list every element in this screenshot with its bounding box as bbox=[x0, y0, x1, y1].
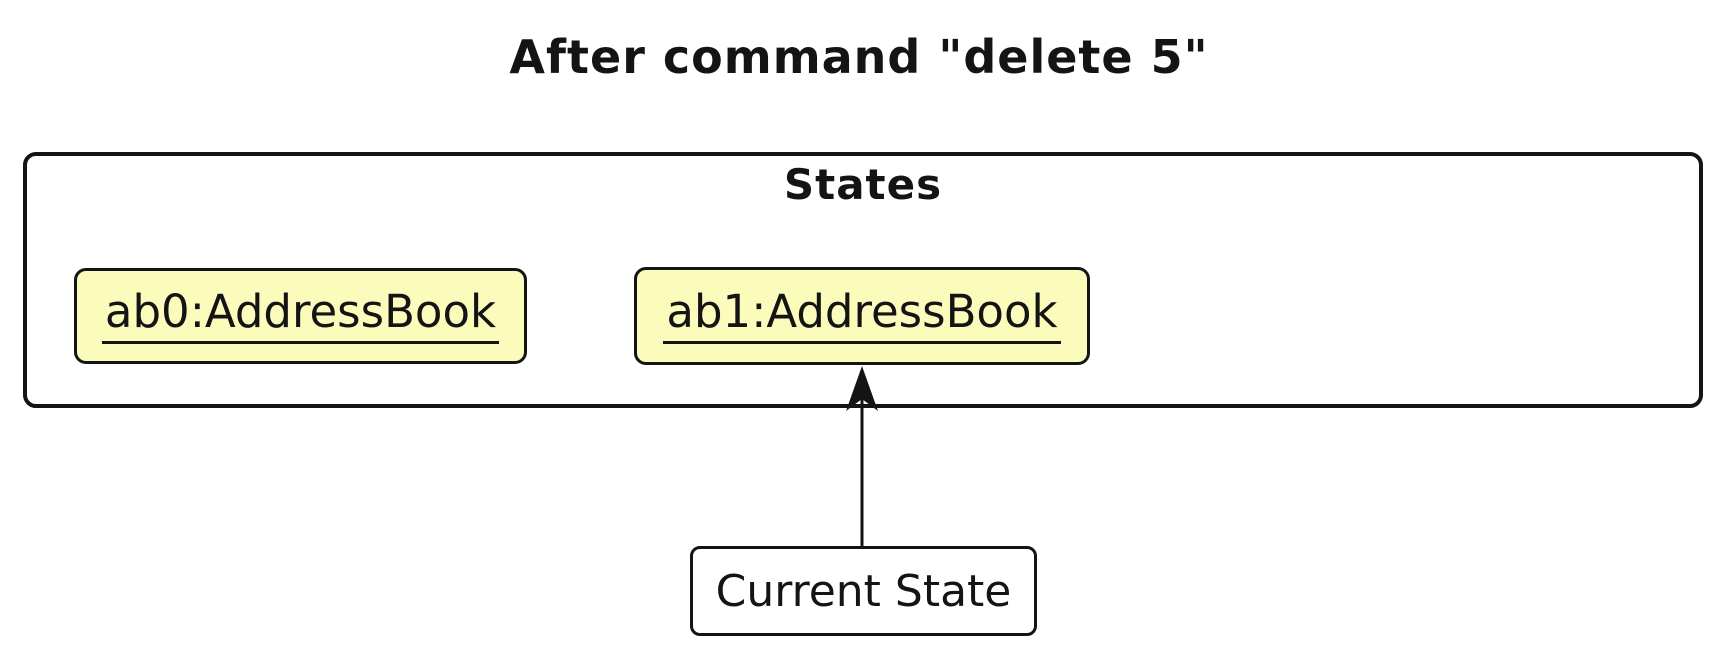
node-ab0-label: ab0:AddressBook bbox=[101, 288, 500, 344]
node-ab1-addressbook: ab1:AddressBook bbox=[634, 267, 1090, 365]
node-ab0-addressbook: ab0:AddressBook bbox=[74, 268, 527, 364]
diagram-title: After command "delete 5" bbox=[509, 30, 1209, 84]
current-state-label: Current State bbox=[715, 565, 1012, 617]
current-state-box: Current State bbox=[690, 546, 1037, 636]
states-container: States ab0:AddressBook ab1:AddressBook bbox=[23, 152, 1703, 408]
node-ab1-label: ab1:AddressBook bbox=[663, 288, 1061, 344]
states-container-label: States bbox=[783, 160, 943, 209]
